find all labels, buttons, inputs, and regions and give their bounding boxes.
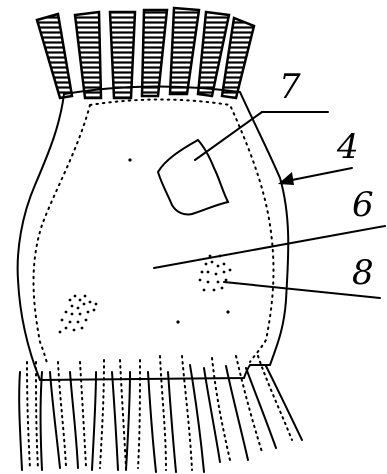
process (126, 372, 156, 472)
process (168, 365, 204, 472)
nucleus-shape (158, 140, 228, 215)
label-7: 7 (279, 67, 301, 107)
process (50, 372, 78, 468)
process-dots (27, 356, 292, 470)
granule-cluster-8 (199, 255, 232, 292)
process (92, 372, 118, 470)
process (246, 366, 302, 448)
cell-body-outline (18, 86, 289, 380)
leader-line-7 (195, 112, 262, 160)
label-6: 6 (352, 185, 374, 225)
cilium (37, 14, 72, 98)
label-4: 4 (336, 127, 359, 167)
inner-membrane (34, 100, 274, 367)
cilium (170, 8, 199, 94)
cilia-group (37, 8, 254, 98)
label-8: 8 (352, 253, 374, 293)
cilium (110, 12, 135, 98)
granule-cluster-left (59, 295, 98, 334)
process (19, 372, 42, 470)
cilium (75, 12, 101, 98)
scattered-dots (128, 158, 229, 323)
cilium (142, 10, 167, 96)
leader-line-6 (154, 226, 385, 268)
